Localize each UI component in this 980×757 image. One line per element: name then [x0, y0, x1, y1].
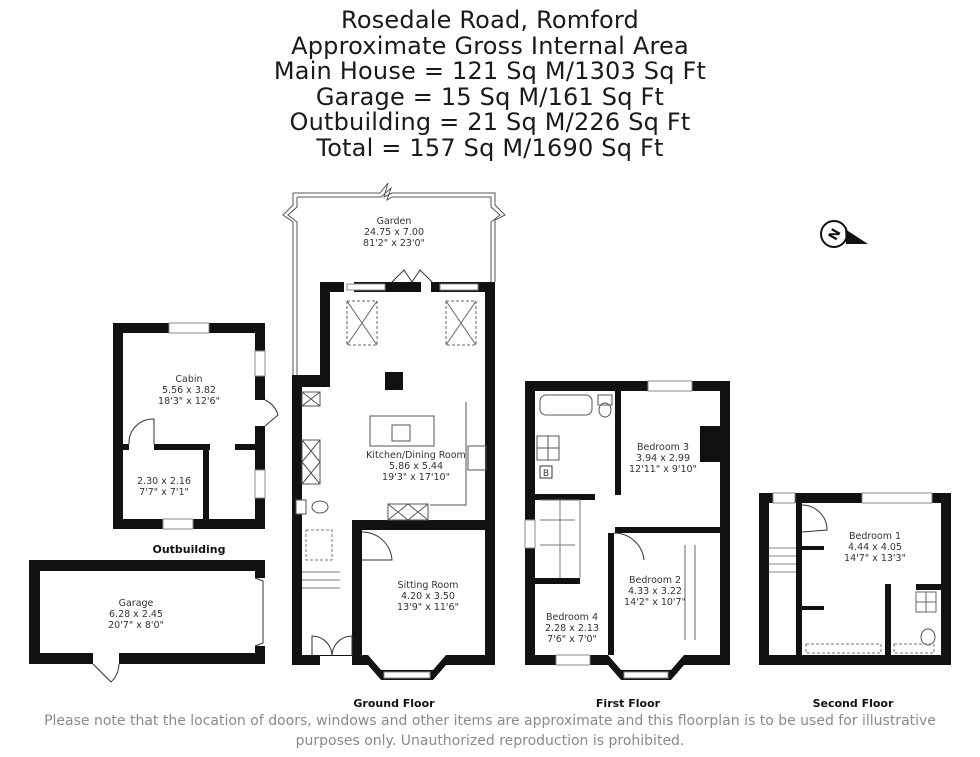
floor-label-outbuilding: Outbuilding [152, 543, 226, 556]
room-metric: 24.75 x 7.00 [363, 227, 425, 238]
room-label-bedroom-3: Bedroom 3 3.94 x 2.99 12'11" x 9'10" [629, 442, 697, 475]
area-summary-header: Rosedale Road, Romford Approximate Gross… [0, 6, 980, 162]
room-metric: 2.30 x 2.16 [137, 476, 191, 487]
room-name: Bedroom 3 [636, 442, 690, 453]
total-area: Total = 157 Sq M/1690 Sq Ft [316, 133, 664, 162]
room-metric: 4.33 x 3.22 [628, 586, 682, 597]
room-label-bedroom-4: Bedroom 4 2.28 x 2.13 7'6" x 7'0" [545, 612, 599, 645]
room-imperial: 20'7" x 8'0" [108, 620, 164, 631]
room-name: Bedroom 1 [848, 531, 902, 542]
room-label-bedroom-1: Bedroom 1 4.44 x 4.05 14'7" x 13'3" [844, 531, 906, 564]
room-metric: 5.56 x 3.82 [162, 385, 216, 396]
disclaimer-line-1: Please note that the location of doors, … [44, 713, 936, 729]
room-imperial: 81'2" x 23'0" [363, 238, 425, 249]
disclaimer-line-2: purposes only. Unauthorized reproduction… [295, 733, 685, 749]
room-imperial: 18'3" x 12'6" [158, 396, 220, 407]
room-label-sitting-room: Sitting Room 4.20 x 3.50 13'9" x 11'6" [397, 580, 459, 613]
room-label-cabin: Cabin 5.56 x 3.82 18'3" x 12'6" [158, 374, 220, 407]
room-imperial: 19'3" x 17'10" [382, 472, 450, 483]
room-imperial: 13'9" x 11'6" [397, 602, 459, 613]
room-imperial: 7'6" x 7'0" [547, 634, 597, 645]
room-metric: 3.94 x 2.99 [636, 453, 690, 464]
property-address: Rosedale Road, Romford [341, 6, 639, 34]
room-metric: 4.20 x 3.50 [401, 591, 455, 602]
room-label-garden: Garden 24.75 x 7.00 81'2" x 23'0" [363, 216, 425, 249]
room-label-garage: Garage 6.28 x 2.45 20'7" x 8'0" [108, 598, 164, 631]
room-name: Sitting Room [397, 580, 459, 591]
room-imperial: 7'7" x 7'1" [139, 487, 189, 498]
room-name: Garage [118, 598, 154, 609]
room-metric: 6.28 x 2.45 [109, 609, 163, 620]
first-floor-walls: B [524, 380, 730, 680]
room-imperial: 14'7" x 13'3" [844, 553, 906, 564]
svg-text:N: N [826, 226, 844, 243]
floor-label-ground: Ground Floor [353, 697, 435, 710]
main-house-area: Main House = 121 Sq M/1303 Sq Ft [273, 57, 707, 85]
north-arrow-icon: N [820, 220, 868, 248]
room-name: Bedroom 2 [628, 575, 682, 586]
disclaimer-text: Please note that the location of doors, … [0, 711, 980, 751]
room-label-kitchen: Kitchen/Dining Room 5.86 x 5.44 19'3" x … [366, 450, 466, 483]
outbuilding-area: Outbuilding = 21 Sq M/226 Sq Ft [289, 108, 691, 136]
second-floor-walls [759, 492, 951, 665]
room-name: Bedroom 4 [545, 612, 599, 623]
ground-floor-walls [292, 269, 495, 680]
garden-outline [282, 182, 506, 375]
room-metric: 2.28 x 2.13 [545, 623, 599, 634]
garage-walls [29, 560, 265, 683]
garage-area: Garage = 15 Sq M/161 Sq Ft [315, 82, 665, 111]
room-label-bedroom-2: Bedroom 2 4.33 x 3.22 14'2" x 10'7" [624, 575, 686, 608]
room-imperial: 12'11" x 9'10" [629, 464, 697, 475]
room-imperial: 14'2" x 10'7" [624, 597, 686, 608]
room-metric: 5.86 x 5.44 [389, 461, 443, 472]
room-name: Cabin [175, 374, 203, 385]
area-subtitle: Approximate Gross Internal Area [291, 31, 689, 60]
cabin-walls [113, 322, 279, 530]
room-name: Garden [376, 216, 412, 227]
floor-label-second: Second Floor [812, 697, 894, 710]
room-metric: 4.44 x 4.05 [848, 542, 902, 553]
room-name: Kitchen/Dining Room [366, 450, 466, 461]
svg-text:B: B [543, 469, 549, 479]
floor-label-first: First Floor [595, 697, 661, 710]
room-label-cabin-store: 2.30 x 2.16 7'7" x 7'1" [137, 476, 191, 498]
